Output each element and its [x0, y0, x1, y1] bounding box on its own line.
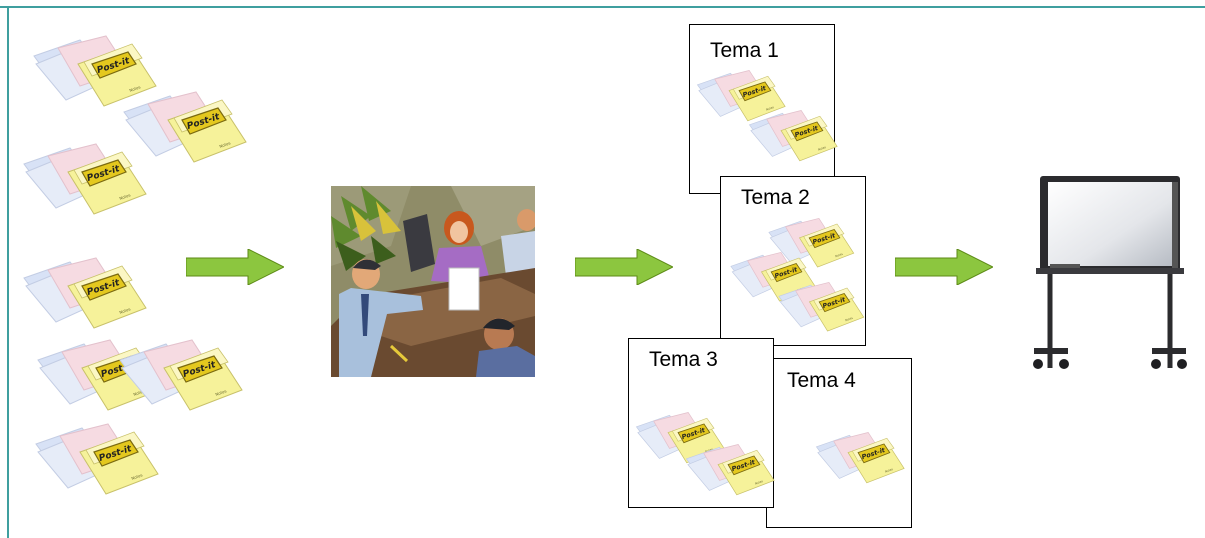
flow-arrow-3	[894, 248, 995, 286]
topic-card-2-title: Tema 2	[741, 186, 810, 207]
topic-card-2: Tema 2 Post-itNotesPost-itNotesPost-itNo…	[720, 176, 866, 346]
whiteboard-illustration	[1030, 172, 1190, 392]
meeting-illustration	[331, 186, 537, 377]
svg-text:Notes: Notes	[133, 388, 146, 397]
frame-top-line	[0, 6, 1205, 8]
svg-text:Notes: Notes	[129, 84, 142, 93]
topic-card-3-title: Tema 3	[649, 348, 718, 370]
svg-text:Notes: Notes	[704, 447, 714, 454]
meeting-clipart-svg	[331, 186, 537, 377]
whiteboard-clipart-svg	[1033, 176, 1187, 369]
svg-text:Notes: Notes	[765, 105, 775, 112]
svg-text:Notes: Notes	[754, 479, 764, 486]
svg-text:Notes: Notes	[884, 467, 894, 474]
svg-text:Notes: Notes	[845, 316, 854, 323]
svg-text:Notes: Notes	[131, 472, 144, 481]
svg-text:Notes: Notes	[835, 252, 844, 259]
flow-arrow-2	[574, 248, 675, 286]
flow-arrow-1	[185, 248, 286, 286]
svg-text:Notes: Notes	[119, 306, 132, 315]
svg-text:Notes: Notes	[119, 192, 132, 201]
topic-card-4-title: Tema 4	[787, 369, 856, 391]
svg-text:Notes: Notes	[219, 140, 232, 149]
svg-text:Notes: Notes	[817, 145, 827, 152]
topic-card-1-title: Tema 1	[710, 39, 779, 62]
frame-left-line	[7, 6, 9, 538]
svg-text:Notes: Notes	[215, 388, 228, 397]
